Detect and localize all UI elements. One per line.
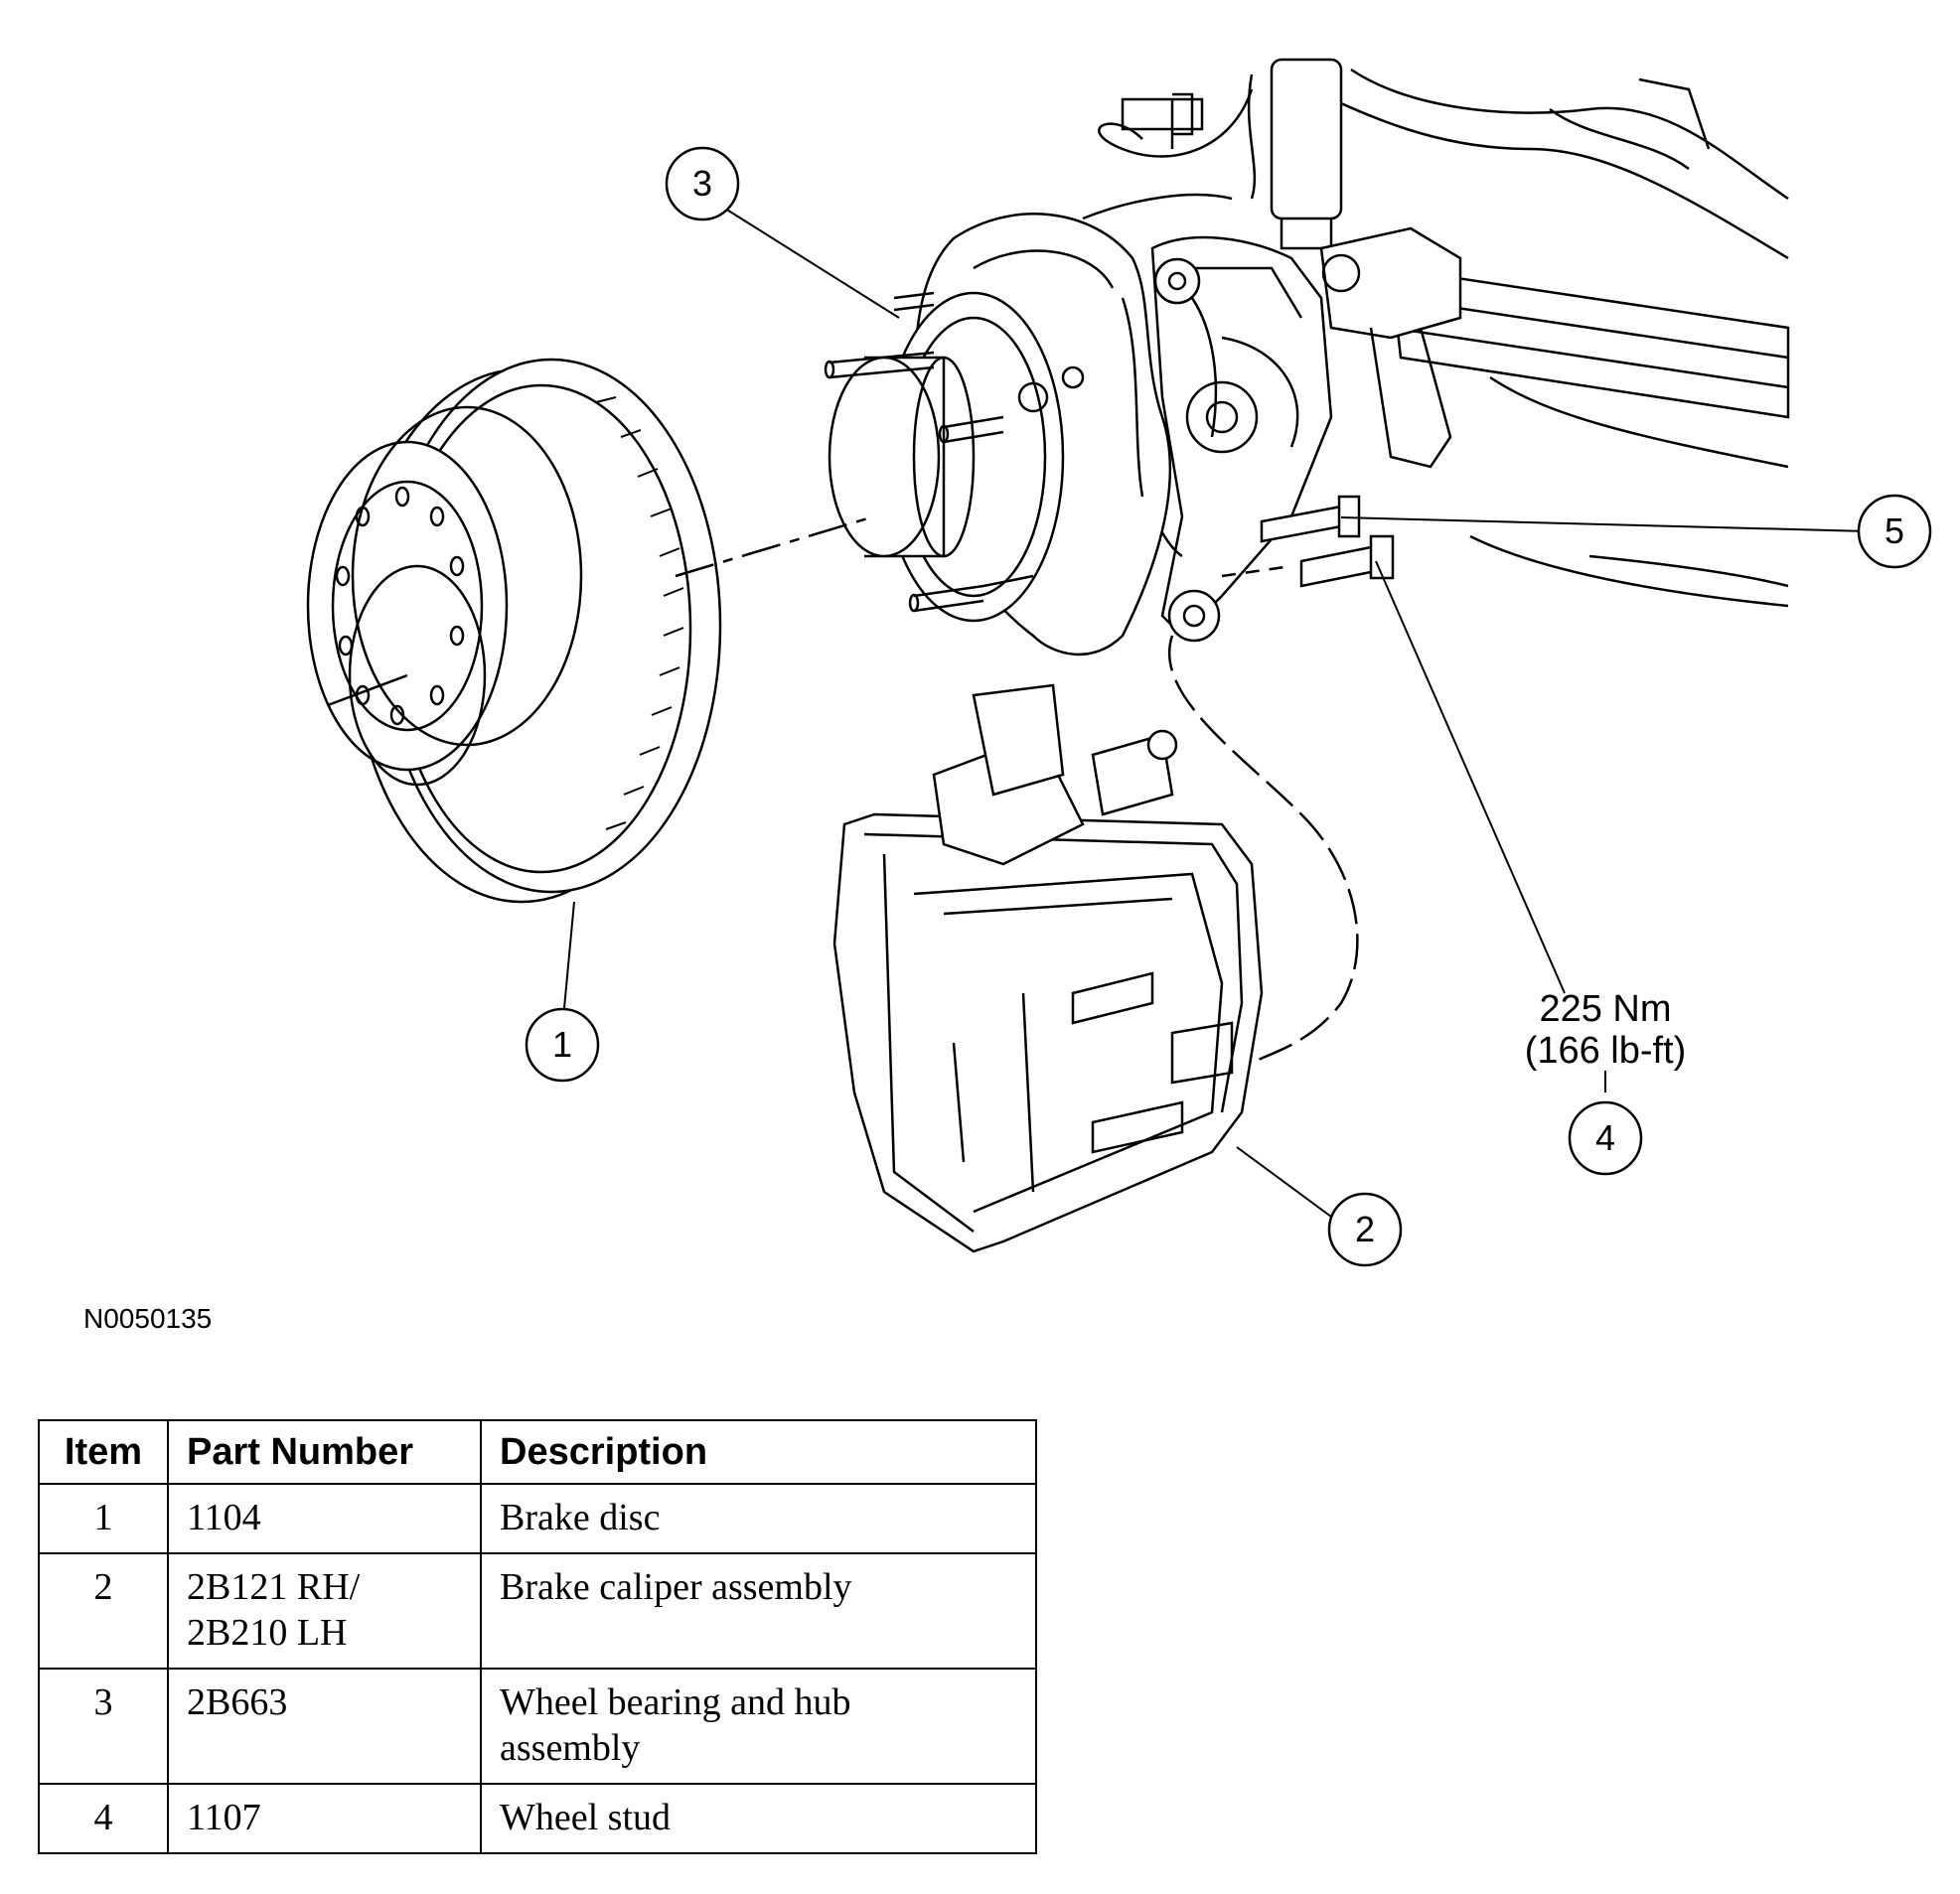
header-part-number: Part Number	[167, 1419, 482, 1485]
leader-lines	[563, 208, 1869, 1218]
description-cell: Brake caliper assembly	[480, 1552, 1037, 1670]
description-cell: Brake disc	[480, 1483, 1037, 1554]
callout-5: 5	[1857, 494, 1932, 569]
exploded-brake-diagram: 3 5 1 4 2 225 Nm (166 lb-ft)	[306, 58, 1932, 1267]
item-cell: 2	[38, 1552, 169, 1670]
table-row: 3 2B663 Wheel bearing and hub assembly	[38, 1668, 1037, 1785]
callout-3-label: 3	[692, 163, 712, 204]
wheel-hub-assembly	[824, 213, 1172, 656]
torque-spec-nm: 225 Nm	[1539, 988, 1671, 1030]
callout-2: 2	[1327, 1192, 1403, 1267]
description-cell: Wheel bearing and hub assembly	[480, 1668, 1037, 1785]
item-cell: 3	[38, 1668, 169, 1785]
callout-4-label: 4	[1595, 1117, 1615, 1158]
part-number-cell: 2B663	[167, 1668, 482, 1785]
brake-caliper	[832, 683, 1264, 1253]
callout-4: 4	[1568, 1100, 1643, 1176]
figure-id: N0050135	[83, 1303, 213, 1334]
item-cell: 1	[38, 1483, 169, 1554]
parts-table: Item Part Number Description 1 1104 Brak…	[38, 1419, 1037, 1854]
caliper-bolts	[1221, 495, 1395, 588]
description-cell: Wheel stud	[480, 1783, 1037, 1854]
header-description: Description	[480, 1419, 1037, 1485]
part-number-cell: 1107	[167, 1783, 482, 1854]
callout-1: 1	[525, 1007, 600, 1083]
header-item: Item	[38, 1419, 169, 1485]
table-row: 2 2B121 RH/ 2B210 LH Brake caliper assem…	[38, 1552, 1037, 1670]
item-cell: 4	[38, 1783, 169, 1854]
table-row: 4 1107 Wheel stud	[38, 1783, 1037, 1854]
table-row: 1 1104 Brake disc	[38, 1483, 1037, 1554]
steering-knuckle-and-axle	[1082, 58, 1790, 1065]
callout-1-label: 1	[552, 1024, 572, 1065]
table-header-row: Item Part Number Description	[38, 1419, 1037, 1485]
brake-disc	[306, 358, 875, 904]
callout-3: 3	[665, 146, 740, 221]
callout-2-label: 2	[1355, 1209, 1375, 1249]
part-number-cell: 2B121 RH/ 2B210 LH	[167, 1552, 482, 1670]
torque-spec-lbft: (166 lb-ft)	[1525, 1030, 1687, 1072]
part-number-cell: 1104	[167, 1483, 482, 1554]
callout-5-label: 5	[1885, 510, 1904, 551]
